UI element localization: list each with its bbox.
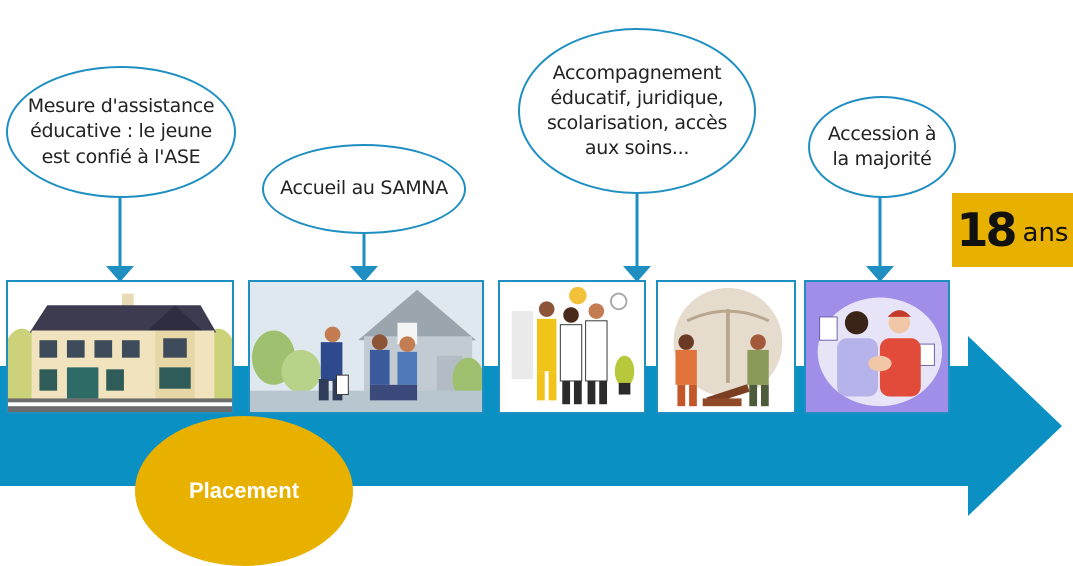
connector-4 <box>866 196 894 282</box>
justice-scale-icon <box>658 282 794 412</box>
bubble-accueil-samna: Accueil au SAMNA <box>262 144 466 234</box>
connector-2 <box>350 232 378 282</box>
bubble-line: aux soins... <box>584 137 690 160</box>
welcome-family-icon <box>250 282 482 412</box>
card-healthcare <box>498 280 646 414</box>
bubble-line: Accueil au SAMNA <box>280 177 448 200</box>
placement-badge: Placement <box>135 416 353 566</box>
card-house <box>6 280 234 414</box>
age-badge: 18 ans <box>952 193 1073 267</box>
bubble-line: éducative : le jeune <box>30 120 212 143</box>
bubble-line: Accompagnement <box>552 61 722 84</box>
bubble-line: Mesure d'assistance <box>27 95 215 118</box>
card-welcome <box>248 280 484 414</box>
card-handshake <box>804 280 950 414</box>
connector-1 <box>106 196 134 282</box>
age-unit: ans <box>1022 218 1069 248</box>
bubble-line: la majorité <box>832 148 932 170</box>
bubble-line: scolarisation, accès <box>546 112 728 134</box>
handshake-icon <box>806 282 948 412</box>
bubble-accompagnement: Accompagnement éducatif, juridique, scol… <box>518 28 756 194</box>
house-icon <box>8 282 232 412</box>
bubble-line: éducatif, juridique, <box>550 86 724 109</box>
bubble-assistance-educative: Mesure d'assistance éducative : le jeune… <box>6 66 236 198</box>
bubble-accession-majorite: Accession à la majorité <box>808 96 956 198</box>
bubble-line: Accession à <box>827 122 937 145</box>
age-number: 18 <box>956 203 1018 257</box>
bubble-line: est confié à l'ASE <box>41 145 201 168</box>
card-justice <box>656 280 796 414</box>
healthcare-team-icon <box>500 282 644 412</box>
connector-3 <box>623 192 651 282</box>
placement-label: Placement <box>188 478 300 503</box>
